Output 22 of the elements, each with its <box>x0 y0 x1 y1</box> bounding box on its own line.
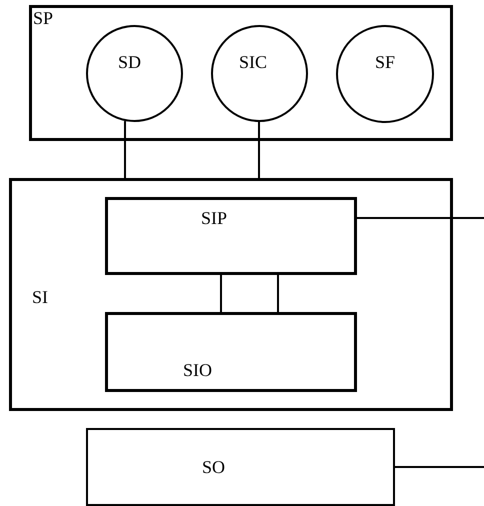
node-label: SP <box>33 9 54 27</box>
node-label: SO <box>202 458 226 476</box>
process-box <box>105 197 357 275</box>
process-box <box>105 312 357 392</box>
node-label: SIO <box>183 361 212 379</box>
connector-line <box>220 275 222 312</box>
process-box <box>86 428 395 506</box>
node-label: SF <box>375 53 396 71</box>
node-label: SD <box>118 53 142 71</box>
container-box <box>9 178 453 411</box>
connector-line <box>277 275 279 312</box>
node-label: SI <box>32 288 48 306</box>
node-label: SIC <box>239 53 268 71</box>
connector-line <box>258 122 260 178</box>
container-box <box>29 5 453 141</box>
connector-line <box>124 121 126 178</box>
connector-line <box>395 466 484 468</box>
circle-node <box>336 25 434 123</box>
node-label: SIP <box>201 209 228 227</box>
circle-node <box>86 25 183 122</box>
circle-node <box>211 25 308 122</box>
connector-line <box>357 217 484 219</box>
